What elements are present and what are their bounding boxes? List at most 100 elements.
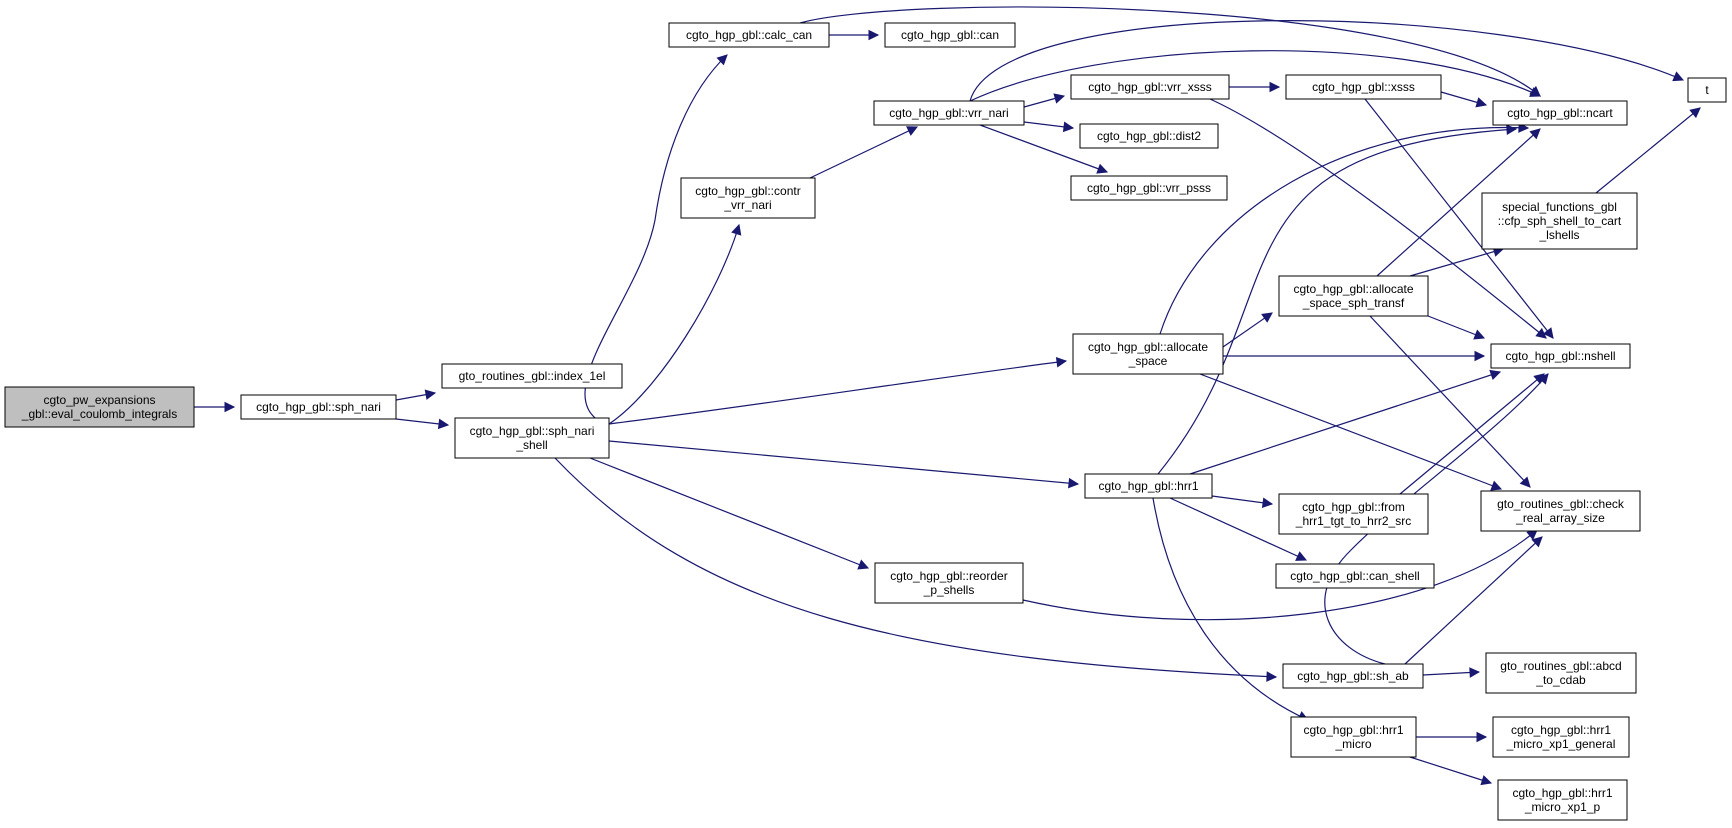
- node-box[interactable]: [454, 417, 610, 459]
- node-micro-general[interactable]: cgto_hgp_gbl::hrr1_micro_xp1_general: [1492, 716, 1630, 758]
- node-check-real[interactable]: gto_routines_gbl::check_real_array_size: [1480, 490, 1641, 532]
- node-label-line: cgto_hgp_gbl::sh_ab: [1297, 669, 1409, 683]
- node-label-line: cgto_hgp_gbl::ncart: [1507, 106, 1613, 120]
- node-box[interactable]: [1278, 493, 1429, 535]
- node-box[interactable]: [4, 386, 195, 428]
- edge-arrowhead: [1476, 731, 1488, 743]
- edge-arrowhead: [1519, 476, 1531, 488]
- node-box[interactable]: [1492, 716, 1630, 758]
- node-box[interactable]: [668, 22, 830, 48]
- node-t[interactable]: t: [1687, 77, 1727, 103]
- node-micro-p[interactable]: cgto_hgp_gbl::hrr1_micro_xp1_p: [1497, 779, 1628, 821]
- node-box[interactable]: [1282, 663, 1424, 689]
- node-box[interactable]: [1079, 123, 1219, 149]
- edge-line: [608, 360, 1067, 425]
- node-box[interactable]: [240, 394, 397, 420]
- node-calc-can[interactable]: cgto_hgp_gbl::calc_can: [668, 22, 830, 48]
- node-from-hrr1[interactable]: cgto_hgp_gbl::from_hrr1_tgt_to_hrr2_src: [1278, 493, 1429, 535]
- node-hrr1-micro[interactable]: cgto_hgp_gbl::hrr1_micro: [1290, 716, 1417, 758]
- node-reorder[interactable]: cgto_hgp_gbl::reorder_p_shells: [874, 562, 1024, 604]
- node-abcd[interactable]: gto_routines_gbl::abcd_to_cdab: [1485, 652, 1637, 694]
- node-box[interactable]: [1485, 652, 1637, 694]
- edge-line: [1427, 315, 1485, 339]
- node-dist2[interactable]: cgto_hgp_gbl::dist2: [1079, 123, 1219, 149]
- node-box[interactable]: [1278, 275, 1429, 317]
- edge-line: [584, 54, 728, 427]
- node-box[interactable]: [874, 562, 1024, 604]
- edge-root-to-sph_nari: [194, 401, 236, 413]
- edge-line: [1399, 373, 1545, 495]
- edge-hrr1_micro-to-micro_general: [1416, 731, 1488, 743]
- node-box[interactable]: [873, 100, 1025, 126]
- node-vrr-xsss[interactable]: cgto_hgp_gbl::vrr_xsss: [1070, 74, 1230, 100]
- edge-arrowhead: [1689, 107, 1701, 119]
- node-label-line: t: [1705, 83, 1709, 97]
- node-vrr-nari[interactable]: cgto_hgp_gbl::vrr_nari: [873, 100, 1025, 126]
- node-label-line: cgto_hgp_gbl::dist2: [1097, 129, 1201, 143]
- edge-sph_nari_shell-to-reorder: [589, 457, 870, 570]
- node-box[interactable]: [1070, 175, 1228, 201]
- node-label-line: cgto_hgp_gbl::can_shell: [1290, 569, 1419, 583]
- node-box[interactable]: [1072, 333, 1224, 375]
- node-nshell[interactable]: cgto_hgp_gbl::nshell: [1490, 343, 1631, 369]
- node-alloc-sph[interactable]: cgto_hgp_gbl::allocate_space_sph_transf: [1278, 275, 1429, 317]
- node-box[interactable]: [1070, 74, 1230, 100]
- node-box[interactable]: [1497, 779, 1628, 821]
- node-box[interactable]: [1481, 192, 1638, 250]
- edge-hrr1-to-ncart: [1157, 124, 1518, 475]
- node-box[interactable]: [1290, 716, 1417, 758]
- edge-sh_ab-to-check_real: [1404, 536, 1543, 665]
- node-box[interactable]: [1492, 100, 1628, 126]
- node-can-shell[interactable]: cgto_hgp_gbl::can_shell: [1275, 563, 1435, 589]
- edge-vrr_nari-to-t: [969, 20, 1685, 102]
- edge-line: [554, 457, 1277, 678]
- edge-line: [969, 50, 1541, 102]
- edge-arrowhead: [716, 54, 728, 66]
- edge-line: [1199, 373, 1502, 490]
- edge-hrr1-to-nshell: [1189, 369, 1502, 475]
- edge-sph_nari-to-sph_nari_shell: [395, 418, 450, 430]
- edge-arrowhead: [868, 29, 880, 41]
- edge-sh_ab-to-nshell: [1324, 373, 1549, 665]
- node-sh-ab[interactable]: cgto_hgp_gbl::sh_ab: [1282, 663, 1424, 689]
- node-cfp[interactable]: special_functions_gbl::cfp_sph_shell_to_…: [1481, 192, 1638, 250]
- node-box[interactable]: [1285, 74, 1442, 100]
- node-alloc[interactable]: cgto_hgp_gbl::allocate_space: [1072, 333, 1224, 375]
- node-can[interactable]: cgto_hgp_gbl::can: [884, 22, 1016, 48]
- node-sph-nari-shell[interactable]: cgto_hgp_gbl::sph_nari_shell: [454, 417, 610, 459]
- node-label-line: _real_array_size: [1515, 511, 1605, 525]
- edge-arrowhead: [1490, 480, 1503, 491]
- node-box[interactable]: [1687, 77, 1727, 103]
- node-box[interactable]: [884, 22, 1016, 48]
- node-label-line: cgto_hgp_gbl::hrr1: [1511, 723, 1611, 737]
- edge-sph_nari_shell-to-sh_ab: [554, 457, 1278, 682]
- edge-arrowhead: [906, 126, 919, 136]
- node-contr-vrr-nari[interactable]: cgto_hgp_gbl::contr_vrr_nari: [680, 177, 816, 219]
- node-label-line: cgto_hgp_gbl::can: [901, 28, 999, 42]
- edge-line: [1157, 128, 1517, 475]
- node-box[interactable]: [680, 177, 816, 219]
- edge-line: [589, 457, 869, 569]
- node-vrr-psss[interactable]: cgto_hgp_gbl::vrr_psss: [1070, 175, 1228, 201]
- edge-vrr_nari-to-vrr_xsss: [1023, 93, 1066, 108]
- node-label-line: _micro_xp1_p: [1524, 800, 1601, 814]
- node-box[interactable]: [1275, 563, 1435, 589]
- edge-alloc_sph-to-nshell: [1427, 315, 1486, 340]
- node-sph-nari[interactable]: cgto_hgp_gbl::sph_nari: [240, 394, 397, 420]
- node-xsss[interactable]: cgto_hgp_gbl::xsss: [1285, 74, 1442, 100]
- node-root[interactable]: cgto_pw_expansions_gbl::eval_coulomb_int…: [4, 386, 195, 428]
- node-hrr1[interactable]: cgto_hgp_gbl::hrr1: [1084, 473, 1213, 499]
- edge-arrowhead: [1266, 671, 1278, 682]
- node-label-line: _micro: [1334, 737, 1371, 751]
- node-index-1el[interactable]: gto_routines_gbl::index_1el: [441, 363, 623, 389]
- node-box[interactable]: [441, 363, 623, 389]
- node-box[interactable]: [1480, 490, 1641, 532]
- edge-arrowhead: [1261, 312, 1273, 323]
- node-box[interactable]: [1084, 473, 1213, 499]
- node-label-line: cgto_hgp_gbl::allocate: [1088, 340, 1208, 354]
- node-ncart[interactable]: cgto_hgp_gbl::ncart: [1492, 100, 1628, 126]
- edge-line: [1409, 248, 1504, 277]
- edge-sph_nari_shell-to-calc_can: [584, 54, 728, 427]
- node-box[interactable]: [1490, 343, 1631, 369]
- node-label-line: cgto_hgp_gbl::nshell: [1505, 349, 1615, 363]
